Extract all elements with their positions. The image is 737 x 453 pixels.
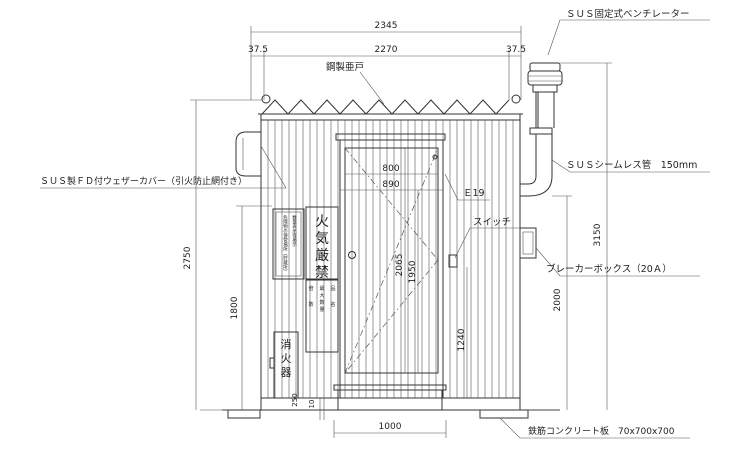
dim-small-a: 250 — [291, 393, 299, 406]
extinguisher-char-2: 火 — [281, 352, 292, 365]
label-weather-cover: ＳＵＳ製ＦＤ付ウェザーカバー（引火防止網付き） — [40, 175, 247, 187]
fire-sign-char-3: 厳 — [315, 248, 329, 264]
dim-inner-width: 2270 — [375, 45, 398, 55]
storage-col-3-char-2: 数 — [308, 301, 313, 308]
annotations: ＳＵＳ固定式ベンチレーター 鋼製亜戸 ＳＵＳ製ＦＤ付ウェザーカバー（引火防止網付… — [40, 8, 710, 439]
storage-col-1-char-2: 名 — [330, 301, 335, 308]
storage-col-2-char-4: 量 — [319, 306, 324, 313]
corrugated-siding — [267, 120, 514, 398]
dim-left-eave: 37.5 — [248, 45, 268, 55]
extinguisher-char-3: 器 — [281, 366, 292, 379]
dim-step-width: 1000 — [379, 422, 402, 432]
building-body — [260, 113, 521, 411]
roof — [258, 94, 523, 115]
dim-switch-height: 1240 — [457, 328, 467, 351]
hazmat-sign-text-2: 数量表示等掲示 — [292, 214, 297, 247]
label-switch: スイッチ — [473, 217, 511, 228]
dim-lower-left: 1800 — [230, 296, 240, 319]
storage-col-2-char-2: 大 — [319, 292, 324, 299]
storage-col-3-char-1: 倍 — [308, 285, 313, 292]
fire-prohibited-sign: 火 気 厳 禁 — [305, 206, 339, 281]
dim-lower-right: 2000 — [553, 288, 563, 311]
fire-sign-char-2: 気 — [315, 231, 329, 247]
dim-overall-height: 3150 — [593, 223, 603, 246]
dim-door-frame: 890 — [382, 180, 399, 190]
top-dimensions: 2345 37.5 2270 37.5 — [248, 21, 526, 100]
hazmat-sign: 危険物の保管場所（貯蔵所） 数量表示等掲示 — [272, 208, 305, 280]
storage-info-sign: 品 名 最 大 数 量 倍 数 — [305, 279, 339, 353]
seamless-pipe — [520, 92, 555, 197]
label-breaker: ブレーカーボックス（20Ａ） — [546, 263, 672, 275]
dim-right-eave: 37.5 — [506, 45, 526, 55]
dim-small-b: 10 — [308, 400, 316, 409]
circle-knob-icon — [348, 251, 356, 259]
storage-col-2-char-1: 最 — [319, 285, 324, 292]
hazmat-sign-text-1: 危険物の保管場所（貯蔵所） — [283, 214, 288, 274]
label-roof: 鋼製亜戸 — [326, 61, 364, 73]
label-pipe: ＳＵＳシームレス管 150mm — [566, 159, 697, 171]
storage-col-1-char-1: 品 — [330, 286, 335, 292]
foundation — [200, 409, 560, 419]
breaker-box — [519, 227, 537, 259]
ventilator — [527, 62, 563, 93]
dim-overall-width: 2345 — [375, 21, 398, 31]
door — [335, 133, 446, 399]
extinguisher-char-1: 消 — [281, 337, 292, 351]
storage-col-2-char-3: 数 — [319, 299, 324, 306]
dim-door-height: 2065 — [395, 254, 405, 277]
label-conduit: Ｅ19 — [463, 188, 485, 199]
fire-sign-char-4: 禁 — [315, 265, 329, 281]
label-ventilator: ＳＵＳ固定式ベンチレーター — [566, 8, 690, 20]
right-dimensions: 3150 2000 — [552, 62, 612, 410]
fire-extinguisher-box: 消 火 器 — [269, 331, 299, 399]
dim-total-height: 2750 — [183, 246, 193, 269]
weather-cover — [235, 131, 261, 177]
label-foundation: 鉄筋コンクリート板 70x700x700 — [528, 425, 675, 437]
switch — [448, 254, 458, 268]
fire-sign-char-1: 火 — [315, 214, 329, 230]
step — [333, 384, 447, 410]
left-dimensions: 2750 1800 — [183, 99, 272, 410]
dim-door-clear: 800 — [382, 164, 399, 174]
dim-door-frame-height: 1950 — [408, 260, 418, 283]
door-dimensions: 800 890 2065 1950 1240 1000 250 10 — [291, 148, 468, 438]
